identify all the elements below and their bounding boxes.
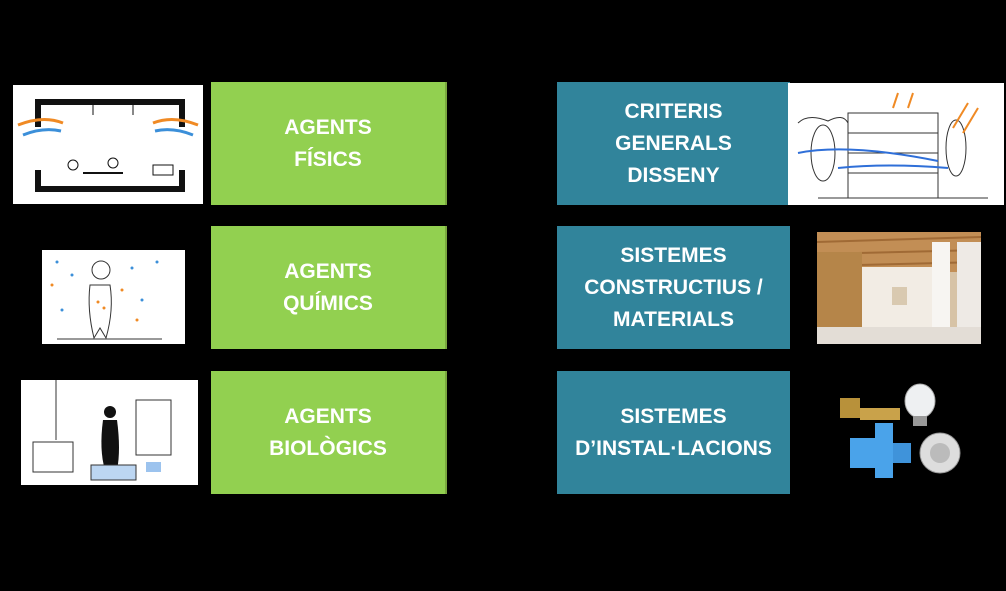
building-section-sketch xyxy=(788,83,1004,205)
installation-systems-label: SISTEMES D’INSTAL·LACIONS xyxy=(575,404,772,460)
design-criteria-label: CRITERIS GENERALS DISSENY xyxy=(615,99,732,187)
chemical-agents-label: AGENTS QUÍMICS xyxy=(283,259,373,315)
physical-agents-box: AGENTS FÍSICS xyxy=(211,82,447,205)
biological-agents-label: AGENTS BIOLÒGICS xyxy=(269,404,387,460)
design-criteria-box: CRITERIS GENERALS DISSENY xyxy=(557,82,790,205)
chemical-agents-box: AGENTS QUÍMICS xyxy=(211,226,447,349)
physical-agents-label: AGENTS FÍSICS xyxy=(284,115,372,171)
installation-components-photo xyxy=(835,383,965,480)
physical-agents-sketch xyxy=(13,85,203,204)
chemical-agents-sketch xyxy=(42,250,185,344)
biological-agents-sketch xyxy=(21,380,198,485)
construction-systems-box: SISTEMES CONSTRUCTIUS / MATERIALS xyxy=(557,226,790,349)
construction-systems-label: SISTEMES CONSTRUCTIUS / MATERIALS xyxy=(584,243,763,331)
biological-agents-box: AGENTS BIOLÒGICS xyxy=(211,371,447,494)
installation-systems-box: SISTEMES D’INSTAL·LACIONS xyxy=(557,371,790,494)
interior-materials-photo xyxy=(817,232,981,344)
